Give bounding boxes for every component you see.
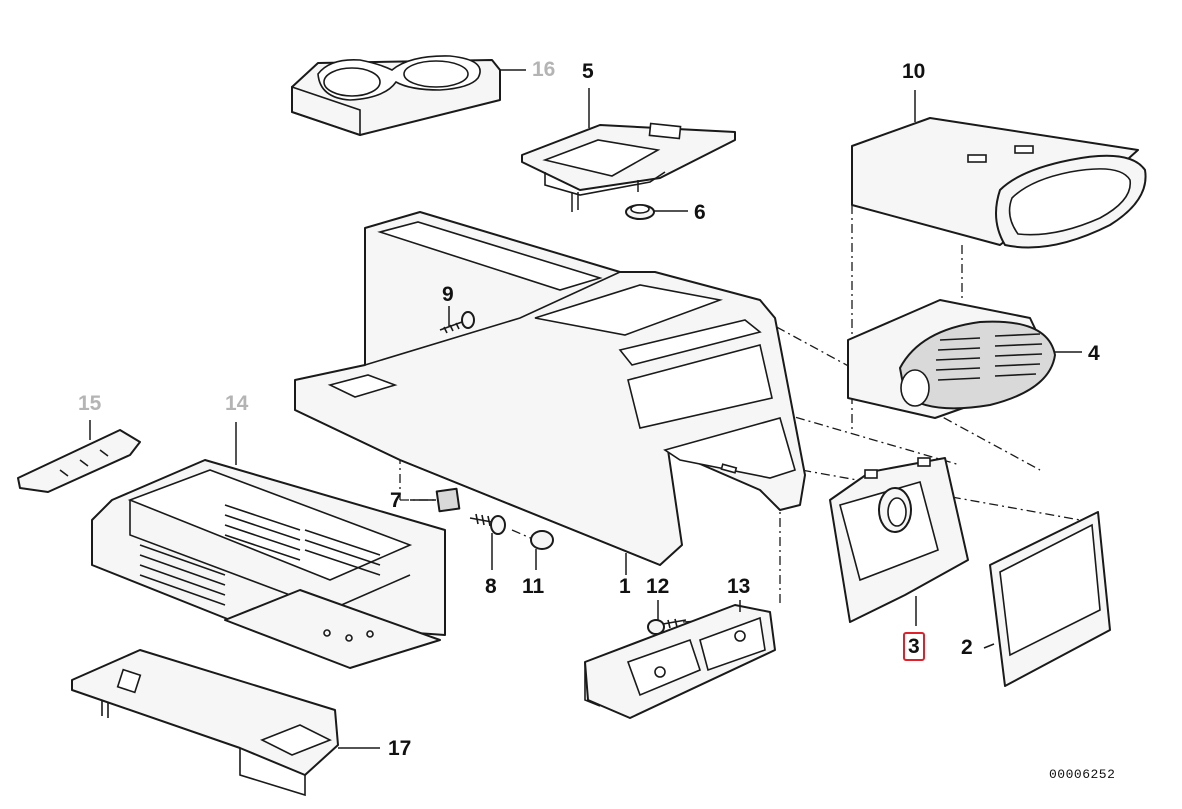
clip-7 bbox=[435, 487, 461, 513]
callout-5: 5 bbox=[582, 60, 594, 83]
callout-17: 17 bbox=[388, 737, 412, 760]
callout-7: 7 bbox=[390, 489, 402, 512]
base-plate bbox=[71, 649, 339, 797]
callout-12: 12 bbox=[646, 575, 670, 598]
callout-6: 6 bbox=[694, 201, 706, 224]
tray-insert bbox=[91, 459, 446, 669]
trim-strip bbox=[17, 429, 141, 493]
cover-plate bbox=[989, 511, 1111, 687]
callout-1: 1 bbox=[619, 575, 631, 598]
callout-9: 9 bbox=[442, 283, 454, 306]
callout-15: 15 bbox=[78, 392, 102, 415]
screw-12 bbox=[647, 618, 687, 635]
storage-box bbox=[851, 117, 1147, 249]
grommet bbox=[625, 204, 655, 220]
callout-16: 16 bbox=[532, 58, 556, 81]
callout-13: 13 bbox=[727, 575, 751, 598]
air-vent bbox=[847, 299, 1056, 419]
callout-14: 14 bbox=[225, 392, 249, 415]
callout-leaders bbox=[89, 69, 1082, 749]
document-id: 00006252 bbox=[1049, 767, 1116, 782]
cup-holder-tray bbox=[291, 55, 501, 137]
callout-10: 10 bbox=[902, 60, 926, 83]
cap-11 bbox=[530, 530, 554, 550]
callout-8: 8 bbox=[485, 575, 497, 598]
callout-2: 2 bbox=[961, 636, 973, 659]
centre-console bbox=[294, 211, 806, 566]
screw-8 bbox=[469, 513, 506, 535]
screw-9 bbox=[439, 311, 475, 334]
bracket-13 bbox=[584, 604, 776, 719]
callout-4: 4 bbox=[1088, 342, 1100, 365]
switch-panel bbox=[521, 122, 736, 212]
callout-3-highlighted[interactable]: 3 bbox=[903, 632, 925, 661]
vent-trim-panel bbox=[829, 457, 969, 623]
callout-11: 11 bbox=[522, 575, 545, 598]
